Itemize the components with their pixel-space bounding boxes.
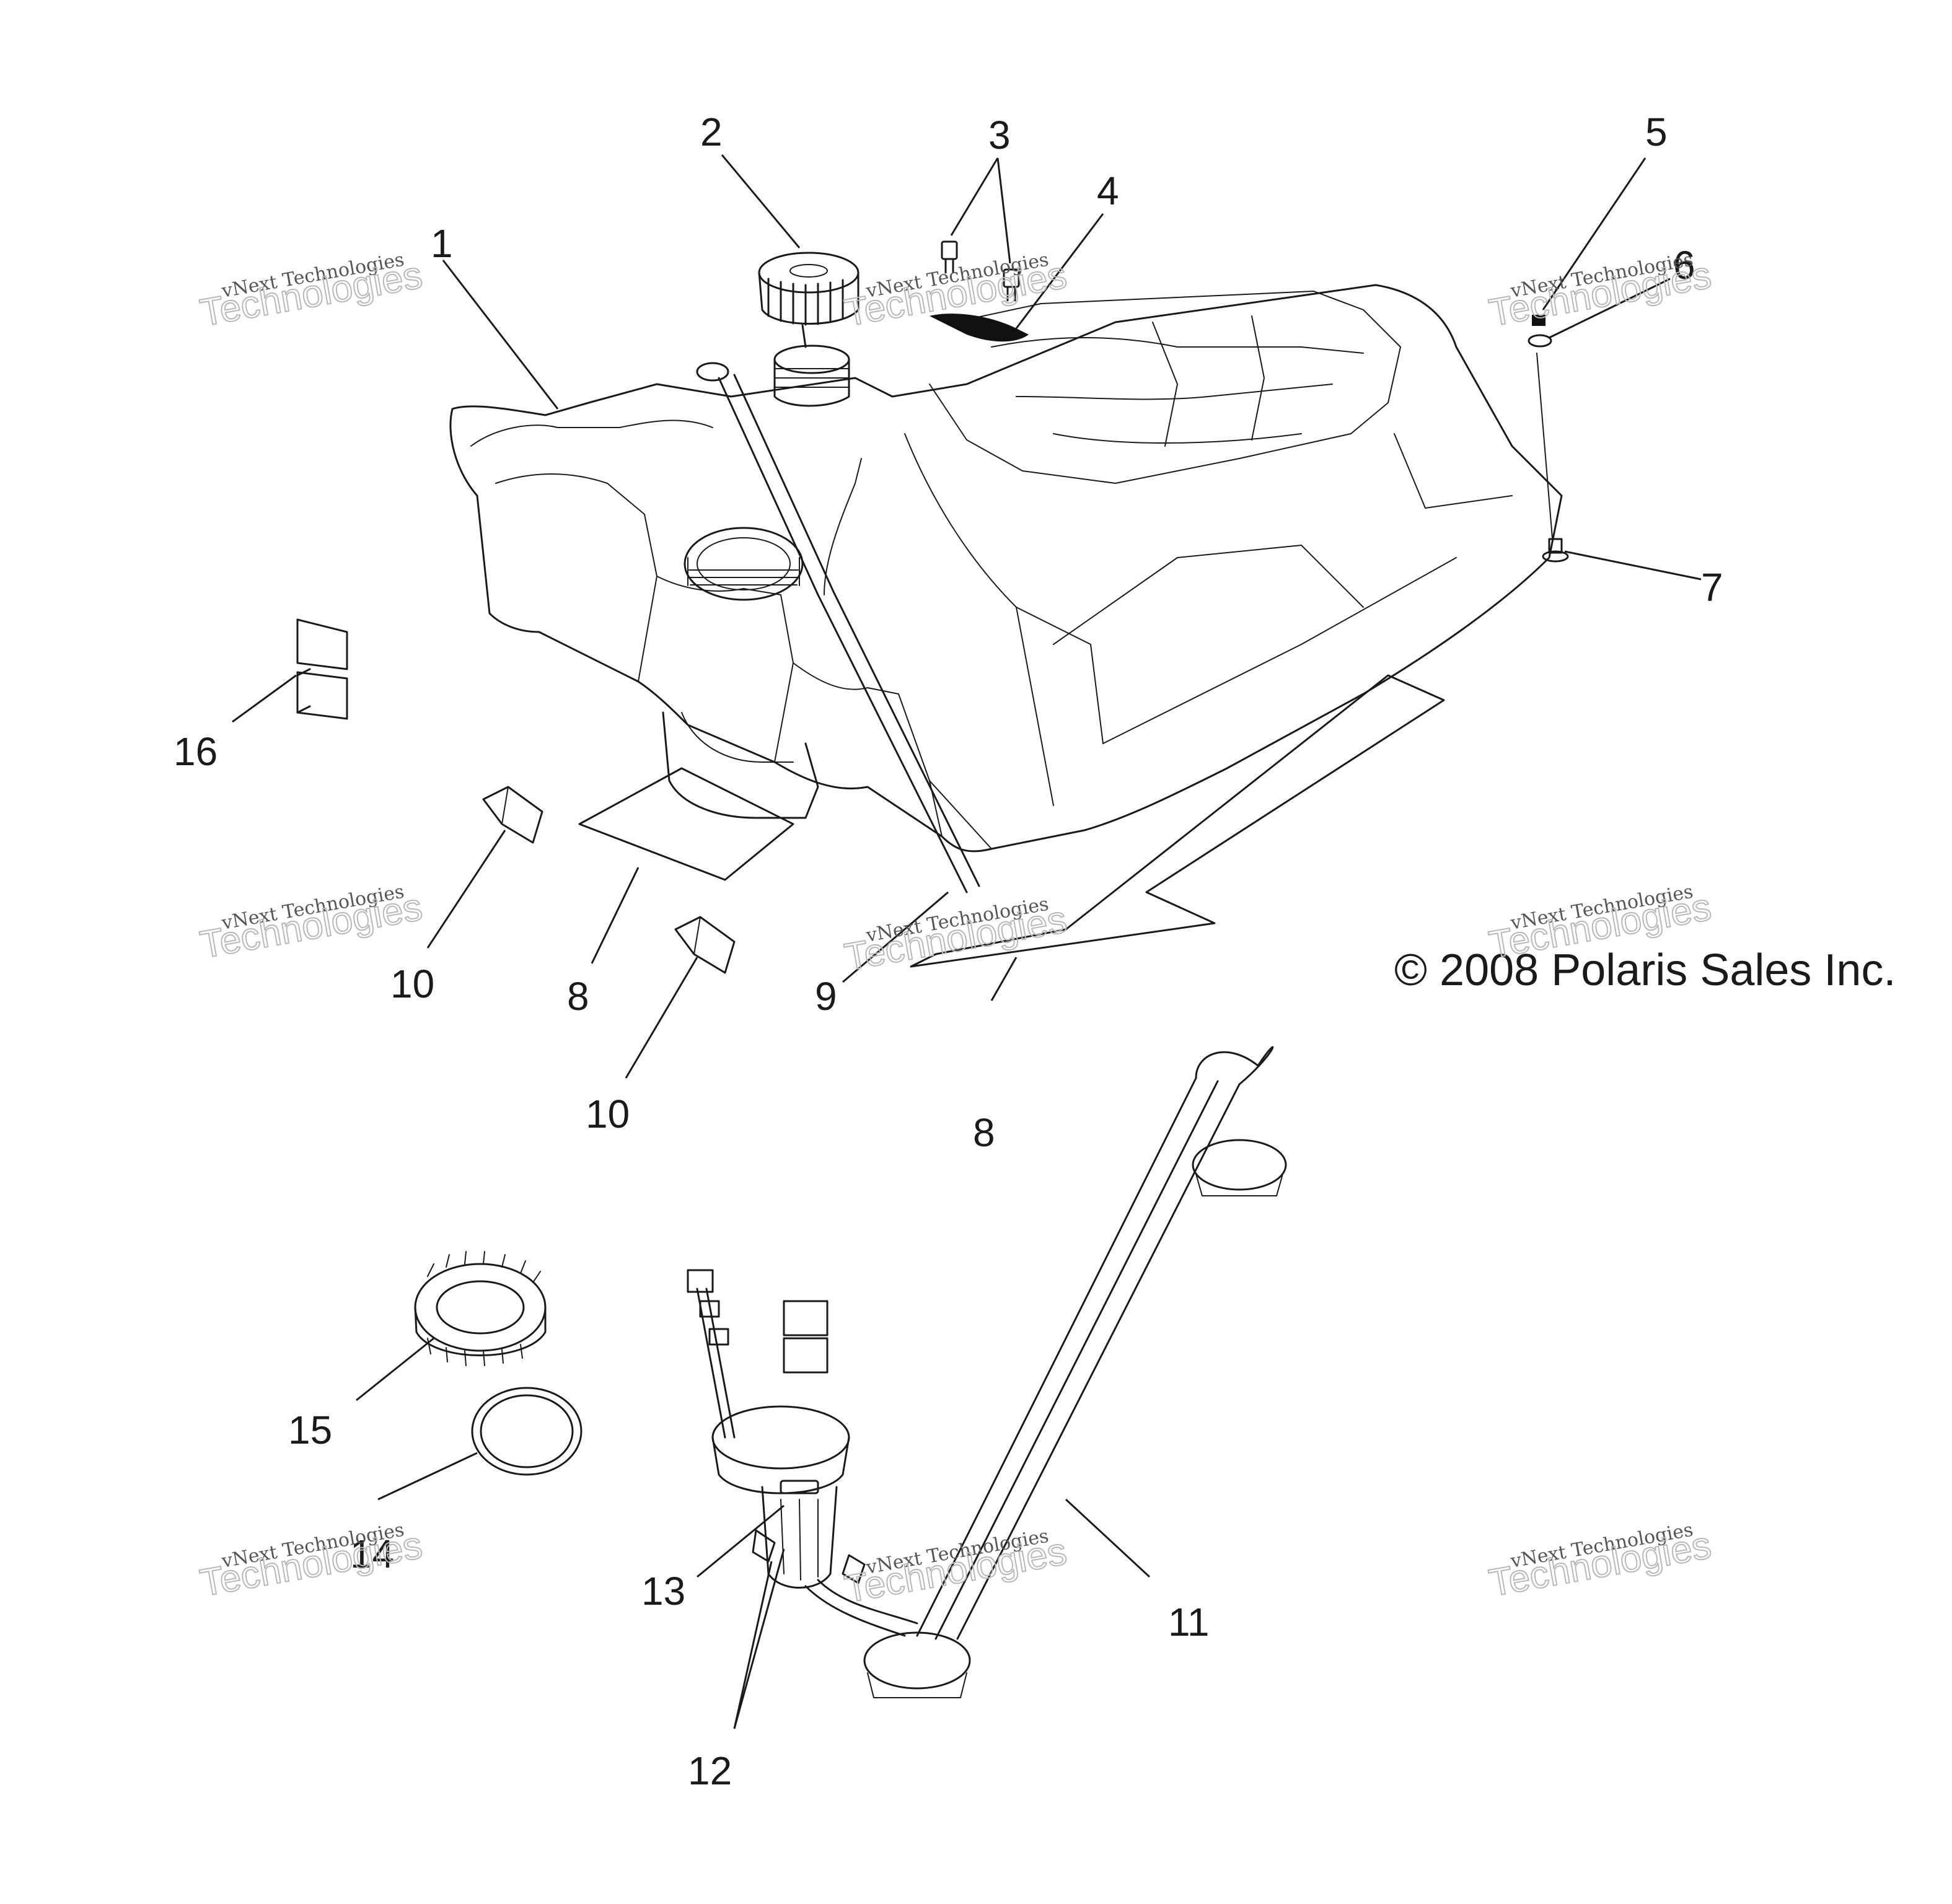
- callout-15: 15: [288, 1408, 332, 1452]
- screws: [941, 240, 1020, 302]
- callout-12: 12: [688, 1748, 732, 1793]
- callout-9: 9: [815, 974, 837, 1019]
- gasket: [471, 1387, 583, 1476]
- callout-6: 6: [1673, 243, 1695, 287]
- isolator-block-1: [482, 786, 543, 844]
- fuel-pump-assembly: [687, 1046, 1287, 1698]
- fastener-washer: [1528, 334, 1552, 348]
- callout-5: 5: [1645, 110, 1668, 154]
- copyright-notice: © 2008 Polaris Sales Inc.: [1394, 945, 1896, 995]
- isolator-block-2: [674, 916, 736, 974]
- callout-3: 3: [988, 113, 1011, 157]
- fuel-tank: [449, 284, 1563, 893]
- stacked-pads: [296, 618, 348, 720]
- watermarks: vNext Technologies Technologies vNext Te…: [196, 249, 1715, 1612]
- callout-8-right: 8: [973, 1110, 995, 1155]
- fuel-cap: [758, 252, 859, 348]
- fastener-nut: [1532, 315, 1545, 326]
- pad-right: [910, 674, 1445, 968]
- callout-2: 2: [700, 110, 723, 154]
- callout-11: 11: [1168, 1600, 1209, 1644]
- callout-16: 16: [174, 729, 218, 774]
- callout-labels: 1 2 3 4 5 6 7 8 8 9 10 10 11 12 13 14 15…: [174, 110, 1723, 1793]
- retaining-ring: [414, 1251, 547, 1366]
- callout-1: 1: [431, 221, 453, 266]
- fastener-bolt: [1536, 353, 1569, 563]
- pad-left: [578, 767, 794, 881]
- callout-7: 7: [1701, 565, 1723, 610]
- callout-10-left: 10: [390, 962, 434, 1006]
- callout-14: 14: [350, 1532, 394, 1576]
- callout-8-left: 8: [567, 974, 589, 1019]
- callout-13: 13: [641, 1569, 685, 1613]
- bracket: [930, 314, 1029, 342]
- leader-lines: [232, 154, 1702, 1729]
- callout-4: 4: [1097, 169, 1119, 213]
- callout-10-lower: 10: [586, 1092, 630, 1136]
